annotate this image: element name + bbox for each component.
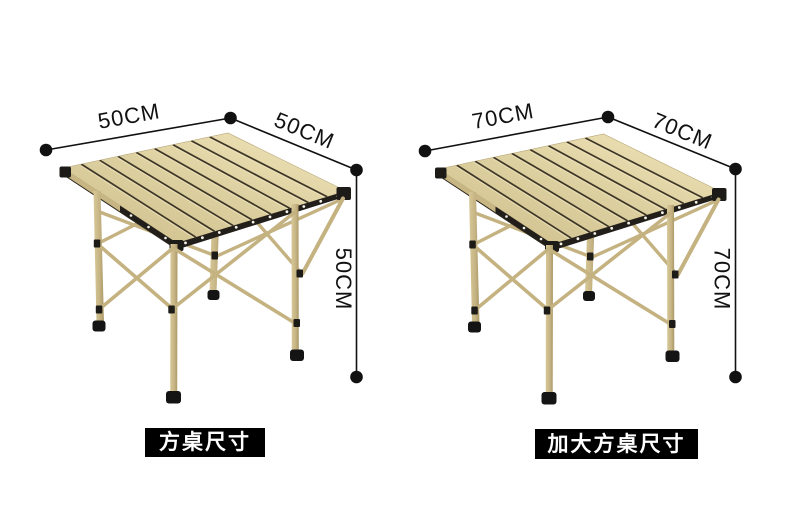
small-table-figure xyxy=(60,133,352,404)
small-table-width-label: 50CM xyxy=(96,98,162,134)
large-table-caption: 加大方桌尺寸 xyxy=(535,429,698,459)
large-table-height-label: 70CM xyxy=(710,248,735,311)
small-table-height-label: 50CM xyxy=(331,248,356,311)
dimension-lines xyxy=(424,116,737,377)
dimension-endpoint-dots xyxy=(418,110,742,384)
dimension-lines xyxy=(45,117,358,377)
dimension-endpoint-dots xyxy=(39,111,363,384)
large-table-width-label: 70CM xyxy=(470,98,536,134)
large-table-figure xyxy=(435,134,727,405)
small-table-depth-label: 50CM xyxy=(271,107,338,154)
small-table-caption: 方桌尺寸 xyxy=(145,428,265,457)
